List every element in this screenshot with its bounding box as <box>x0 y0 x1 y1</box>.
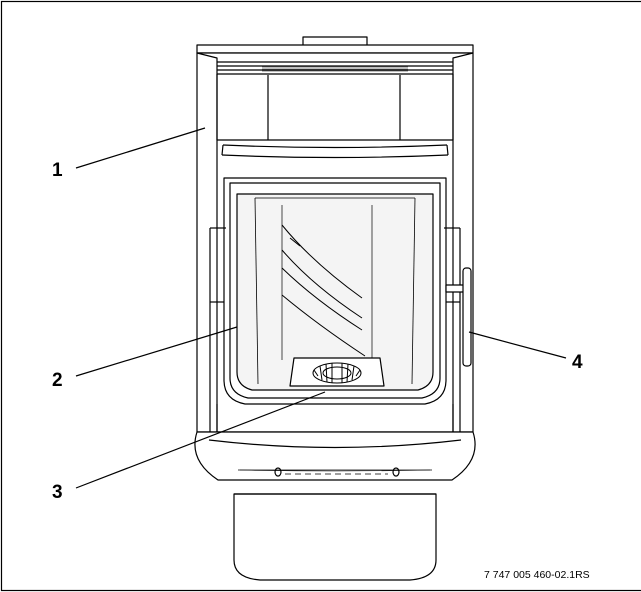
reference-code: 7 747 005 460-02.1RS <box>484 569 590 581</box>
glass-left-edge <box>254 197 259 385</box>
upper-band-top <box>222 144 448 149</box>
base-vent-right <box>392 467 400 477</box>
grate-holes <box>312 362 362 384</box>
callout-2: 2 <box>52 370 63 391</box>
base-plate-curve <box>208 439 462 449</box>
base-plate-inner-rim <box>239 469 431 472</box>
grille-slots <box>262 66 408 72</box>
grate <box>289 357 385 387</box>
door-handle <box>462 267 472 367</box>
callout-3: 3 <box>52 482 63 503</box>
callout-4: 4 <box>572 352 583 373</box>
base-plate <box>194 431 476 481</box>
callout-1: 1 <box>52 160 63 181</box>
upper-band-right <box>446 144 449 156</box>
door-frame-inner <box>229 182 441 399</box>
left-pillar-edge <box>196 52 218 432</box>
leader-line-3 <box>75 391 326 489</box>
leader-line-2 <box>75 326 238 377</box>
top-plate <box>196 44 474 54</box>
leader-line-4 <box>468 331 567 359</box>
leader-lines <box>75 127 567 489</box>
upper-band-left <box>221 144 224 156</box>
pedestal <box>233 493 437 581</box>
glass-right-edge <box>411 197 416 385</box>
right-pillar-edge <box>452 52 474 432</box>
base-vent-left <box>274 467 282 477</box>
leader-line-1 <box>75 127 206 169</box>
upper-panel <box>216 74 454 141</box>
upper-band-bottom <box>221 154 449 159</box>
door-frame <box>223 177 447 405</box>
stove-drawing <box>194 36 476 581</box>
door-glass <box>236 193 434 391</box>
glass-reflection <box>281 224 366 357</box>
